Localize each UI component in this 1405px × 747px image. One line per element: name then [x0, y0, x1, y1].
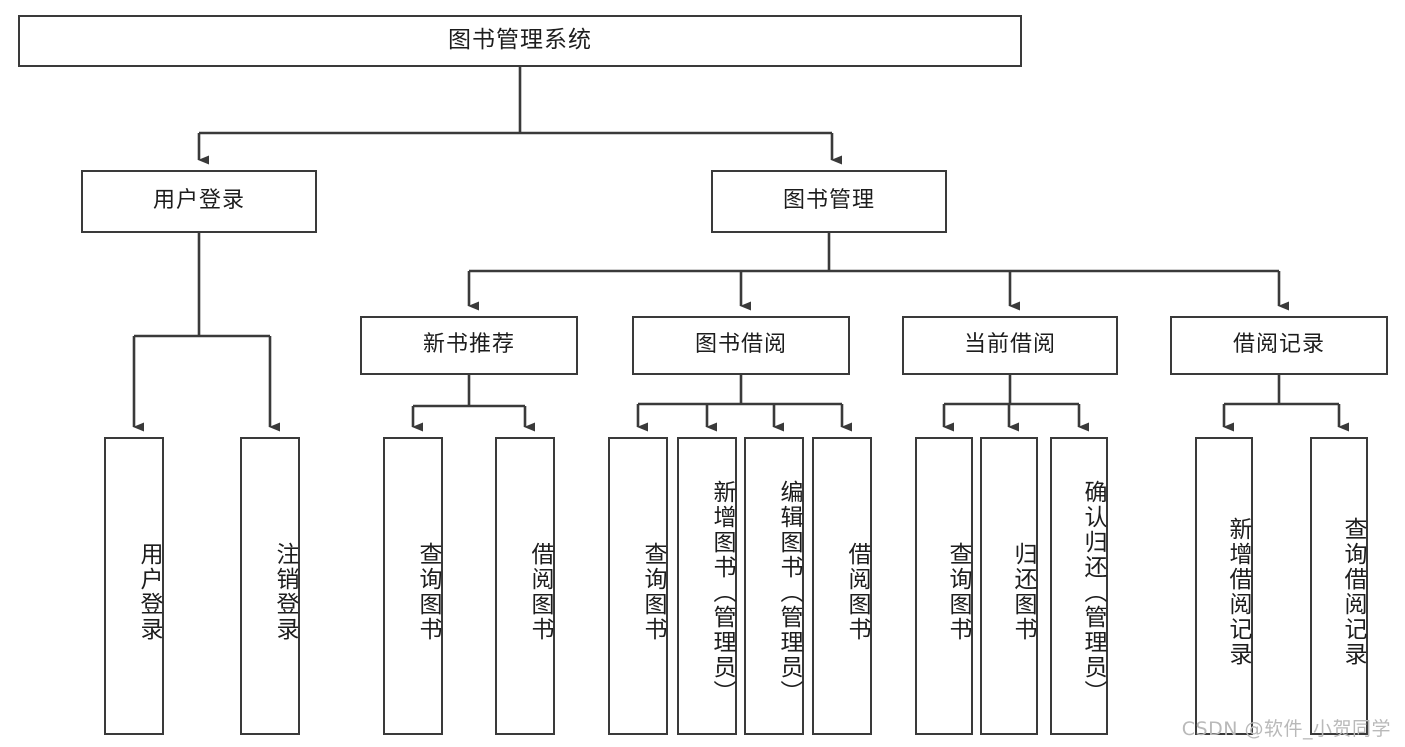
node-label: 确认归还（管理员） [1080, 479, 1106, 705]
node-leaf-query-book-current[interactable]: 查询图书 [915, 437, 973, 735]
node-label: 借阅图书 [527, 542, 553, 642]
node-root-book-management-system[interactable]: 图书管理系统 [18, 15, 1022, 67]
node-label: 新增借阅记录 [1225, 517, 1251, 667]
node-label: 新增图书（管理员） [709, 479, 735, 705]
node-new-book-recommend[interactable]: 新书推荐 [360, 316, 578, 375]
node-label: 归还图书 [1010, 542, 1036, 642]
node-leaf-borrow-book-recommend[interactable]: 借阅图书 [495, 437, 555, 735]
node-label: 借阅记录 [1232, 332, 1325, 358]
node-label: 编辑图书（管理员） [776, 479, 802, 705]
node-book-management[interactable]: 图书管理 [711, 170, 947, 233]
node-leaf-edit-book-admin[interactable]: 编辑图书（管理员） [744, 437, 804, 735]
node-leaf-query-book-borrow[interactable]: 查询图书 [608, 437, 668, 735]
node-book-borrow[interactable]: 图书借阅 [632, 316, 850, 375]
node-leaf-confirm-return-admin[interactable]: 确认归还（管理员） [1050, 437, 1108, 735]
node-label: 查询借阅记录 [1340, 517, 1366, 667]
node-leaf-add-borrow-record[interactable]: 新增借阅记录 [1195, 437, 1253, 735]
node-leaf-return-book[interactable]: 归还图书 [980, 437, 1038, 735]
node-label: 用户登录 [136, 542, 162, 642]
node-current-borrow[interactable]: 当前借阅 [902, 316, 1118, 375]
watermark-text: CSDN @软件_小贺同学 [1181, 718, 1391, 740]
node-label: 注销登录 [272, 542, 298, 642]
node-label: 图书管理 [782, 188, 875, 214]
node-label: 借阅图书 [844, 542, 870, 642]
node-leaf-add-book-admin[interactable]: 新增图书（管理员） [677, 437, 737, 735]
node-label: 查询图书 [945, 542, 971, 642]
node-leaf-user-login[interactable]: 用户登录 [104, 437, 164, 735]
node-label: 查询图书 [415, 542, 441, 642]
node-borrow-record[interactable]: 借阅记录 [1170, 316, 1388, 375]
node-label: 图书管理系统 [448, 27, 592, 54]
node-leaf-logout[interactable]: 注销登录 [240, 437, 300, 735]
node-label: 新书推荐 [422, 332, 515, 358]
node-leaf-borrow-book[interactable]: 借阅图书 [812, 437, 872, 735]
node-user-login[interactable]: 用户登录 [81, 170, 317, 233]
node-label: 图书借阅 [694, 332, 787, 358]
node-label: 用户登录 [152, 188, 245, 214]
node-label: 查询图书 [640, 542, 666, 642]
node-leaf-query-borrow-record[interactable]: 查询借阅记录 [1310, 437, 1368, 735]
node-leaf-query-book-recommend[interactable]: 查询图书 [383, 437, 443, 735]
node-label: 当前借阅 [963, 332, 1056, 358]
